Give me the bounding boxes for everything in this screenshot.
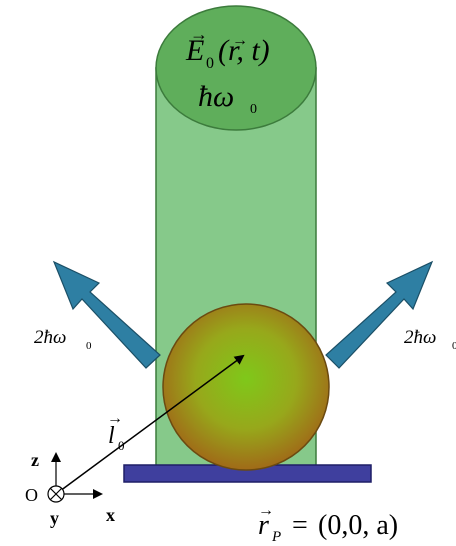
emission-right-text: 2ħω: [404, 327, 436, 348]
field-symbol: E: [185, 34, 204, 67]
equation-symbol: r: [258, 510, 269, 541]
x-axis-label: x: [106, 505, 115, 525]
position-equation: → r P = (0,0, a): [258, 502, 398, 545]
origin-label: O: [25, 485, 38, 505]
coordinate-axes: O x y z: [25, 450, 115, 528]
emission-label-right: 2ħω 0: [404, 327, 456, 352]
equation-subscript: P: [271, 529, 281, 545]
emission-label-left: 2ħω 0: [34, 327, 92, 352]
nanoparticle: [163, 304, 329, 470]
field-arg-vector-arrow: →: [232, 32, 248, 49]
emission-left-subscript: 0: [86, 340, 92, 352]
beam-top: [156, 6, 316, 130]
emission-arrow-right-shape: [326, 262, 432, 368]
equation-value: (0,0, a): [318, 510, 398, 541]
y-axis-label: y: [50, 508, 59, 528]
emission-left-text: 2ħω: [34, 327, 66, 348]
emission-arrow-left: [54, 262, 160, 368]
position-subscript: 0: [118, 438, 125, 453]
photon-energy: ħω: [198, 80, 234, 113]
emission-arrow-left-shape: [54, 262, 160, 368]
emission-arrow-right: [326, 262, 432, 368]
photon-energy-subscript: 0: [250, 102, 257, 117]
equation-equals: =: [292, 510, 308, 541]
position-vector-label: → l 0: [107, 410, 125, 453]
z-axis-label: z: [31, 450, 39, 470]
position-symbol: l: [108, 423, 115, 449]
field-subscript: 0: [206, 55, 214, 72]
emission-right-subscript: 0: [452, 340, 456, 352]
